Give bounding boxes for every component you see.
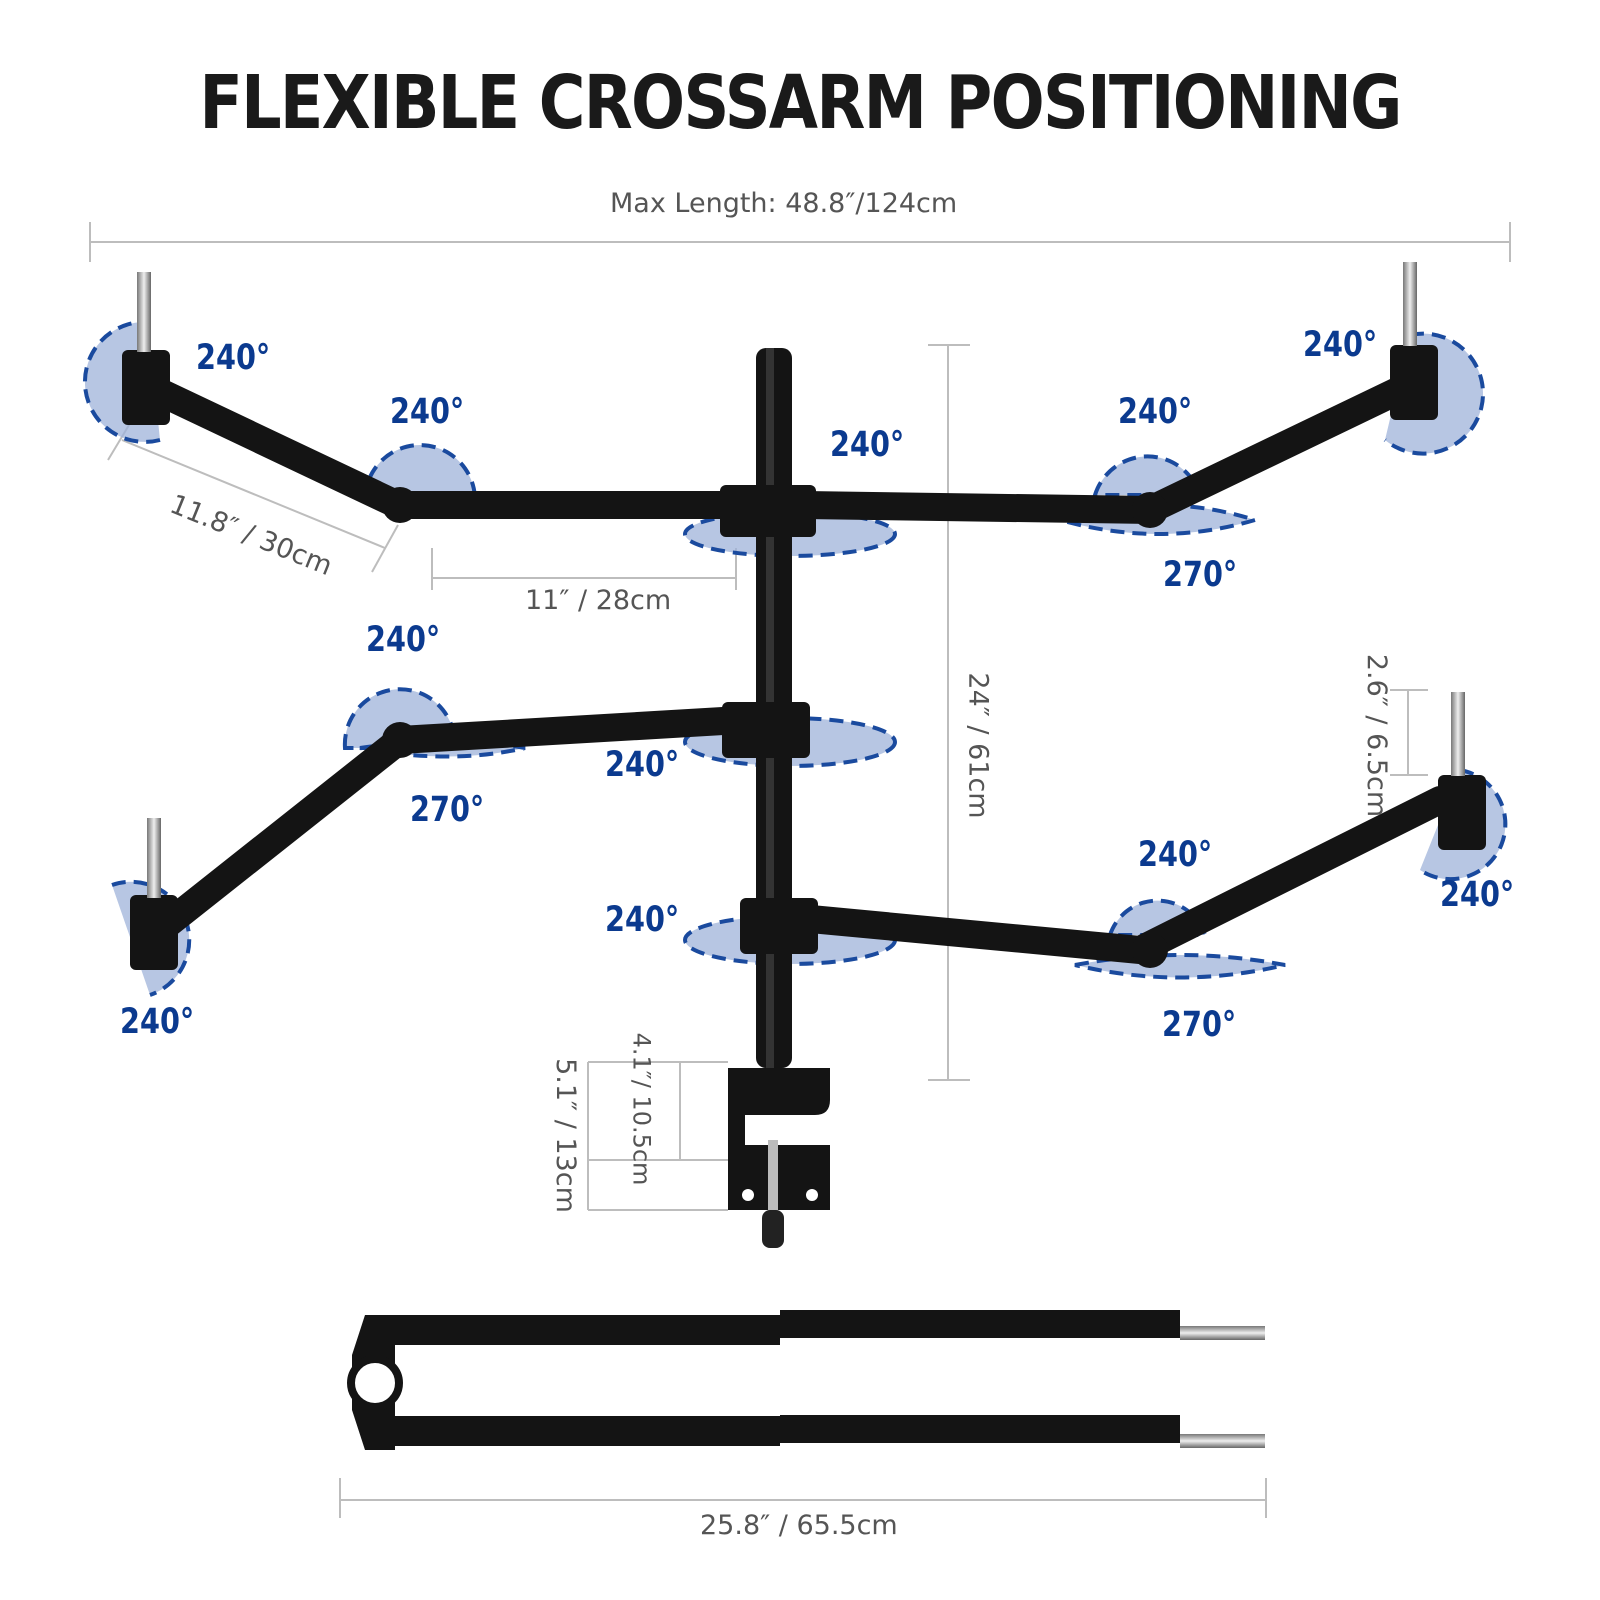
folded-crossarm	[347, 1310, 1180, 1450]
rotation-indicators	[83, 319, 1508, 997]
folded-length-label: 25.8″ / 65.5cm	[700, 1510, 898, 1541]
spigot-icons	[137, 262, 1465, 1448]
spigot-height-label: 2.6″ / 6.5cm	[1361, 653, 1393, 818]
dimension-lines	[89, 222, 1511, 1518]
angle-top-right-end: 240°	[1303, 325, 1378, 365]
clamp-height-label: 5.1″ / 13cm	[549, 1058, 581, 1213]
angle-low-left-end: 240°	[120, 1002, 195, 1042]
angle-top-left-end: 240°	[196, 338, 271, 378]
pole-height-label: 24″ / 61cm	[962, 672, 994, 819]
joints	[122, 345, 1486, 970]
arms	[131, 371, 1454, 965]
page-title: FLEXIBLE CROSSARM POSITIONING	[199, 60, 1402, 146]
angle-mid-left-elbow: 240°	[366, 620, 441, 660]
center-offset-label: 11″ / 28cm	[525, 585, 672, 616]
max-length-label: Max Length: 48.8″/124cm	[610, 188, 958, 219]
angle-mid-center: 240°	[605, 745, 680, 785]
angle-low-right-elbow: 240°	[1138, 835, 1213, 875]
angle-low-right-elbow-bottom: 270°	[1162, 1005, 1237, 1045]
angle-mid-left-elbow-bottom: 270°	[410, 790, 485, 830]
clamp-opening-label: 4.1″/ 10.5cm	[627, 1032, 656, 1186]
angle-low-center: 240°	[605, 900, 680, 940]
angle-top-center: 240°	[830, 425, 905, 465]
angle-top-left-elbow: 240°	[390, 392, 465, 432]
center-pole	[728, 348, 830, 1248]
angle-low-right-end: 240°	[1440, 875, 1515, 915]
angle-top-right-elbow: 240°	[1118, 392, 1193, 432]
angle-top-right-elbow-bottom: 270°	[1163, 555, 1238, 595]
